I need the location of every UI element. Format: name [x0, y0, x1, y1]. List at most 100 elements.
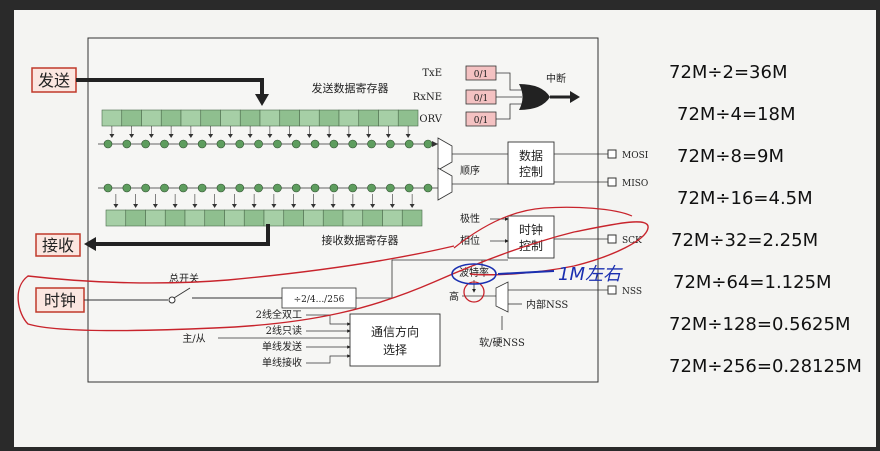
rx-register-cell	[125, 209, 146, 227]
tx-chain-node	[122, 139, 132, 149]
tx-register-cell	[318, 109, 340, 127]
rx-chain-node	[329, 183, 339, 193]
tx-chain-node	[235, 139, 245, 149]
pin-label-mosi: MOSI	[622, 151, 649, 161]
rx-register-label: 接收数据寄存器	[322, 233, 399, 247]
direction-mode-read-only: 2线只读	[266, 324, 302, 337]
tx-register-cell	[141, 109, 162, 127]
tx-data-register	[101, 109, 419, 127]
rx-chain-node	[178, 183, 188, 193]
rx-register-cell	[145, 209, 166, 227]
rx-chain-node	[423, 183, 433, 193]
internal-nss-label: 内部NSS	[526, 298, 568, 311]
tx-chain-node	[348, 139, 358, 149]
nss-mux	[495, 281, 509, 313]
send-label-box	[31, 67, 77, 93]
direction-mode-full-duplex: 2线全双工	[256, 308, 302, 321]
tx-chain-node	[103, 139, 113, 149]
receive-label: 接收	[42, 236, 74, 255]
rx-data-register	[105, 209, 423, 227]
rx-chain-node	[273, 183, 282, 193]
phase-label: 相位	[460, 234, 480, 247]
rx-chain-node	[141, 183, 150, 193]
rx-register-cell	[105, 209, 127, 227]
receive-arrow	[94, 224, 270, 246]
rx-shift-chain	[98, 183, 438, 193]
switch-contact	[168, 296, 176, 304]
blue-ink-line	[497, 270, 555, 275]
rx-register-cell	[263, 209, 285, 227]
rx-chain-node	[254, 183, 263, 193]
direction-select-label-1: 通信方向	[371, 324, 419, 339]
pin-label-nss: NSS	[622, 287, 642, 297]
rx-shift-arrows	[113, 194, 415, 208]
send-arrow	[76, 78, 264, 96]
tx-register-cell	[101, 109, 123, 127]
red-ink-loop	[17, 221, 649, 332]
rx-register-cell	[283, 209, 304, 227]
red-ink-circle	[463, 281, 485, 303]
tx-register-cell	[239, 109, 261, 127]
flag-value-rxne: 0/1	[474, 94, 488, 104]
rx-register-cell	[303, 209, 324, 227]
order-label: 顺序	[460, 164, 480, 177]
flag-name-orv: ORV	[419, 114, 442, 125]
interrupt-label: 中断	[546, 72, 566, 85]
rx-chain-node	[367, 183, 376, 193]
direction-select-label-2: 选择	[383, 343, 407, 357]
rx-register-cell	[362, 209, 383, 227]
rx-chain-node	[160, 183, 169, 193]
tx-register-cell	[279, 109, 300, 127]
send-label: 发送	[38, 71, 70, 90]
rx-register-cell	[164, 209, 186, 227]
high-label: 高	[449, 290, 459, 303]
tx-register-cell	[397, 109, 419, 127]
direction-mode-tx-only: 单线发送	[262, 340, 302, 353]
formula-6: 72M÷64=1.125M	[673, 272, 832, 293]
tx-mux	[437, 137, 453, 171]
rx-chain-node	[103, 183, 113, 193]
prescaler-label: ÷2/4.../256	[294, 295, 345, 305]
rx-register-cell	[184, 209, 206, 227]
tx-chain-node	[178, 139, 188, 149]
tx-chain-node	[404, 139, 414, 149]
rx-register-cell	[401, 209, 423, 227]
main-switch	[173, 287, 191, 299]
tx-register-label: 发送数据寄存器	[312, 81, 389, 95]
clock-control-label-1: 时钟	[519, 222, 543, 237]
tx-register-cell	[358, 109, 379, 127]
tx-shift-arrows	[109, 126, 411, 138]
pin-sck	[607, 234, 617, 244]
tx-chain-node	[291, 139, 301, 149]
clock-label: 时钟	[44, 291, 76, 310]
tx-chain-node	[254, 139, 263, 149]
pin-mosi	[607, 149, 617, 159]
formula-1: 72M÷2=36M	[669, 62, 788, 83]
formula-3: 72M÷8=9M	[677, 146, 784, 167]
flag-name-rxne: RxNE	[413, 92, 442, 103]
rx-chain-node	[235, 183, 245, 193]
direction-mode-rx-only: 单线接收	[262, 356, 302, 369]
or-gate	[519, 84, 550, 110]
tx-register-cell	[160, 109, 182, 127]
rx-chain-node	[404, 183, 414, 193]
rx-register-cell	[322, 209, 344, 227]
red-ink-stroke	[453, 206, 633, 249]
tx-chain-node	[310, 139, 320, 149]
tx-shift-chain	[98, 139, 438, 149]
rx-register-cell	[224, 209, 245, 227]
receive-label-box	[35, 233, 81, 257]
tx-chain-node	[423, 139, 433, 149]
formula-5: 72M÷32=2.25M	[671, 230, 818, 251]
clock-control-block	[507, 215, 555, 259]
tx-register-cell	[220, 109, 241, 127]
master-slave-label: 主/从	[182, 333, 205, 345]
rx-chain-node	[310, 183, 320, 193]
tx-register-cell	[180, 109, 202, 127]
tx-register-cell	[259, 109, 281, 127]
tx-chain-node	[329, 139, 339, 149]
pin-nss	[607, 285, 617, 295]
formula-2: 72M÷4=18M	[677, 104, 796, 125]
rx-chain-node	[197, 183, 207, 193]
tx-register-cell	[200, 109, 221, 127]
